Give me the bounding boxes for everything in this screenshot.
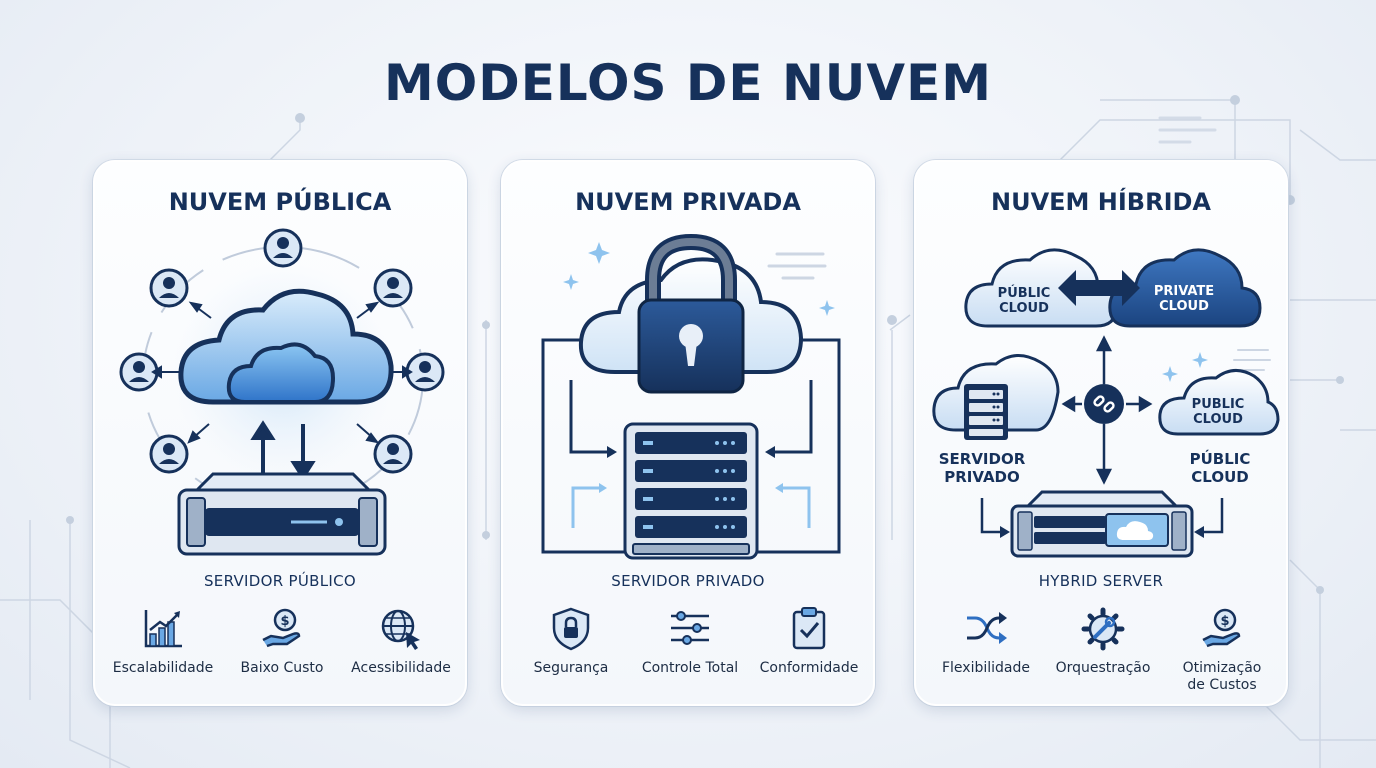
server-icon <box>1010 490 1194 558</box>
double-arrow-icon <box>1058 270 1140 306</box>
card-nuvem-hibrida: NUVEM HÍBRIDA PÚBLIC CLOUD PRIVATE CLOUD <box>914 160 1288 706</box>
growth-chart-icon <box>144 610 182 648</box>
cloud-icon <box>178 288 394 405</box>
feature-label: Controle Total <box>641 660 739 676</box>
card-title-hibrida: NUVEM HÍBRIDA <box>991 188 1211 216</box>
link-icon <box>1084 384 1124 424</box>
sliders-icon <box>671 611 709 645</box>
gear-wrench-icon <box>1081 607 1125 651</box>
server-label-hybrid: HYBRID SERVER <box>1038 572 1164 590</box>
server-label-privado: SERVIDOR PRIVADO <box>611 572 765 590</box>
feature-flexibilidade: Flexibilidade <box>926 606 1046 677</box>
servidor-privado-line2: PRIVADO <box>944 468 1020 486</box>
public-cloud-label-line1: PÚBLIC <box>1190 449 1251 468</box>
hand-coin-icon: $ <box>1202 608 1241 648</box>
page-title: MODELOS DE NUVEM <box>383 54 993 112</box>
clipboard-check-icon <box>792 607 826 650</box>
cloud-icon <box>1158 369 1280 436</box>
private-cloud-line1: PRIVATE <box>1154 284 1214 299</box>
public-cloud-diagram <box>119 228 445 556</box>
feature-controle-total: Controle Total <box>630 606 750 677</box>
server-icon <box>964 384 1008 440</box>
feature-label: Conformidade <box>759 660 859 676</box>
card-title-privada: NUVEM PRIVADA <box>575 188 801 216</box>
feature-baixo-custo: $ Baixo Custo <box>222 606 342 677</box>
public-cloud-top-line2: CLOUD <box>999 301 1049 316</box>
feature-label: Flexibilidade <box>941 660 1030 676</box>
hybrid-cloud-diagram: PÚBLIC CLOUD PRIVATE CLOUD <box>932 248 1280 558</box>
globe-cursor-icon <box>381 609 420 650</box>
shield-lock-icon <box>552 607 590 651</box>
feature-label: Acessibilidade <box>351 660 451 676</box>
server-label-publico: SERVIDOR PÚBLICO <box>203 572 356 590</box>
padlock-icon <box>637 233 745 394</box>
public-cloud-top-line1: PÚBLIC <box>998 285 1051 301</box>
feature-escalabilidade: Escalabilidade <box>103 606 223 677</box>
shuffle-icon <box>967 612 1007 644</box>
card-title-publica: NUVEM PÚBLICA <box>168 188 392 216</box>
feature-acessibilidade: Acessibilidade <box>341 606 461 677</box>
server-icon <box>177 472 387 556</box>
feature-label: Orquestração <box>1055 660 1151 676</box>
feature-orquestracao: Orquestração <box>1043 606 1163 677</box>
feature-conformidade: Conformidade <box>749 606 869 677</box>
public-cloud-label-line2: CLOUD <box>1191 468 1248 486</box>
servidor-privado-line1: SERVIDOR <box>939 450 1026 468</box>
server-rack-icon <box>623 422 759 560</box>
hand-coin-icon: $ <box>262 608 301 648</box>
private-cloud-line2: CLOUD <box>1159 299 1209 314</box>
svg-text:$: $ <box>280 614 289 629</box>
card-nuvem-privada: NUVEM PRIVADA <box>501 160 875 706</box>
svg-text:$: $ <box>1220 614 1229 629</box>
user-icon <box>119 228 445 474</box>
feature-label: Baixo Custo <box>240 660 324 676</box>
cloud-icon <box>1108 248 1262 328</box>
feature-label: Segurança <box>533 660 609 676</box>
feature-seguranca: Segurança <box>511 606 631 677</box>
card-nuvem-publica: NUVEM PÚBLICA <box>93 160 467 706</box>
feature-label: Escalabilidade <box>112 660 214 676</box>
public-cloud-right-line2: CLOUD <box>1193 412 1243 427</box>
private-cloud-diagram <box>541 233 841 560</box>
public-cloud-right-line1: PUBLIC <box>1192 397 1245 412</box>
